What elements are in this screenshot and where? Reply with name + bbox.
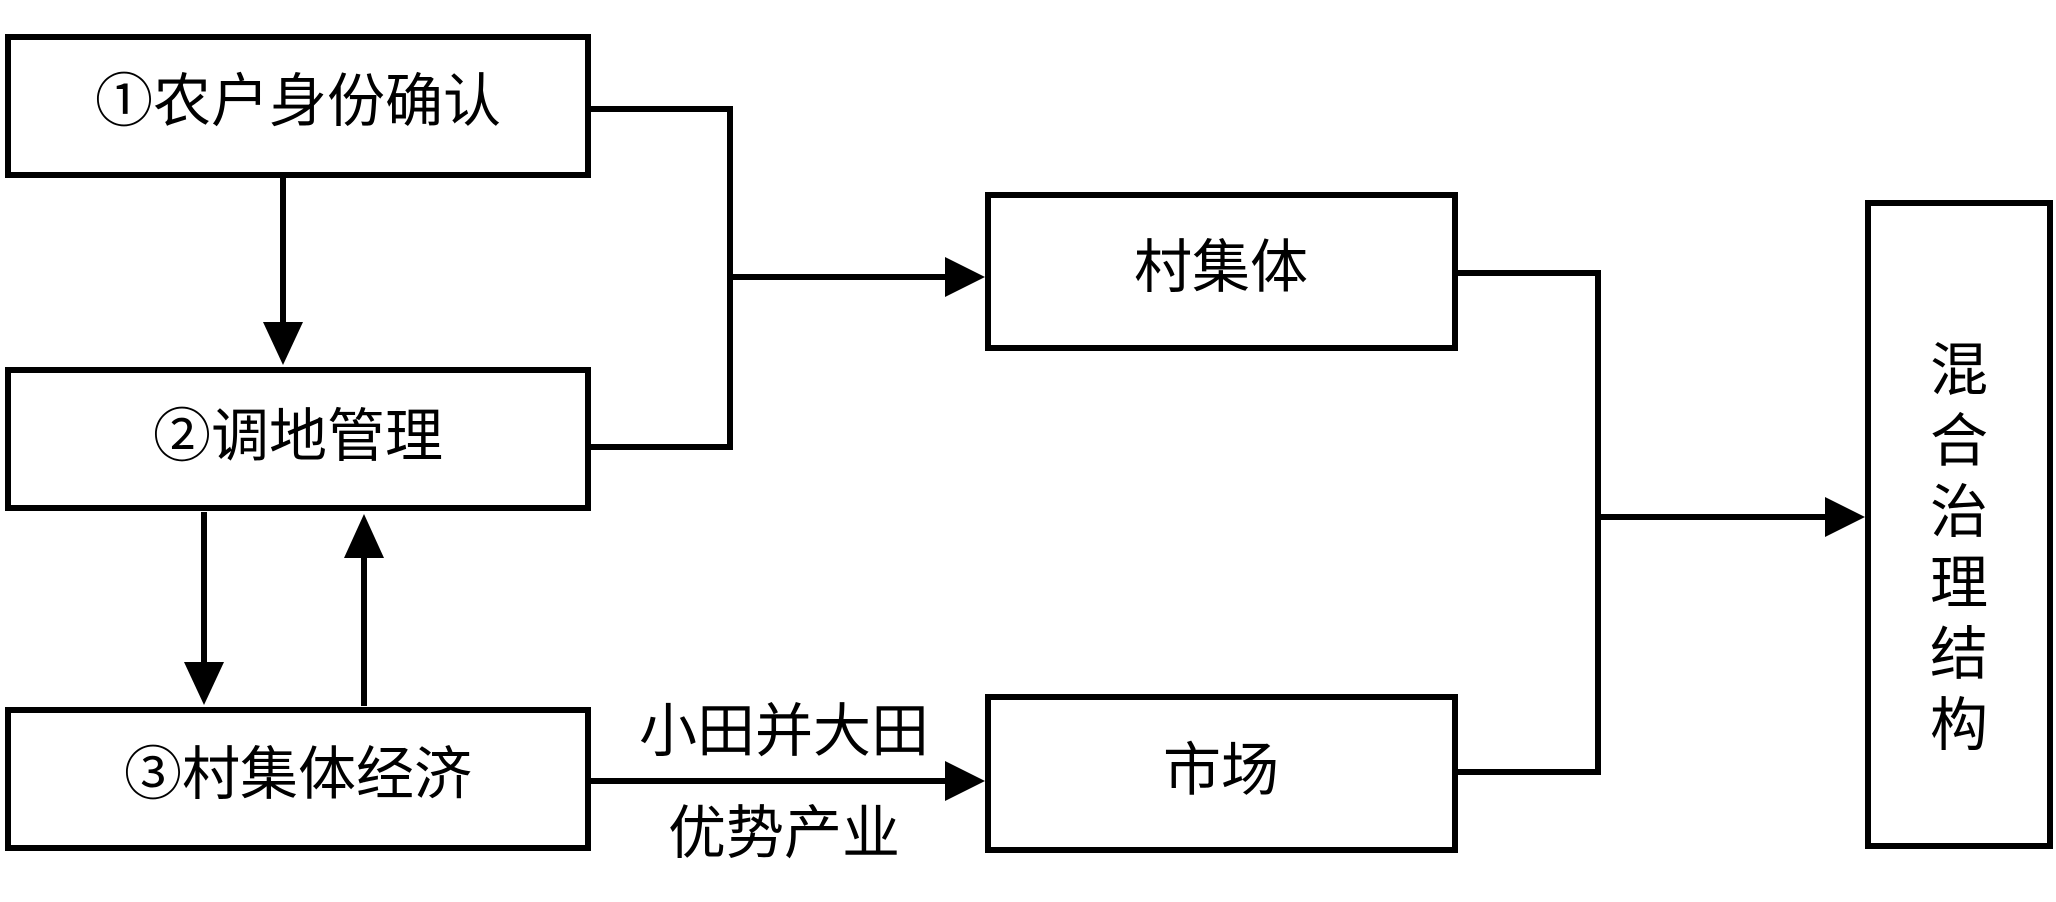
farmer-identity-label: ①农户身份确认 — [95, 67, 501, 135]
arrowhead-economy-to-land — [344, 514, 384, 558]
market-label: 市场 — [1163, 736, 1279, 804]
edge-label-advantage-industry: 优势产业 — [668, 799, 900, 867]
farmer-identity-node: ①农户身份确认 — [5, 34, 591, 178]
edge-label-consolidation: 小田并大田 — [639, 697, 929, 765]
connector-identity-bracket — [591, 106, 733, 450]
hybrid-governance-char-3: 治 — [1930, 478, 1988, 546]
hybrid-governance-char-2: 合 — [1930, 407, 1988, 475]
village-collective-label: 村集体 — [1134, 233, 1308, 301]
arrowhead-to-market — [945, 761, 985, 801]
village-collective-node: 村集体 — [985, 192, 1458, 351]
connector-right-bracket — [1458, 270, 1601, 775]
land-adjustment-label: ②调地管理 — [153, 402, 443, 470]
market-node: 市场 — [985, 694, 1458, 853]
arrowhead-to-collective — [945, 257, 985, 297]
village-economy-node: ③村集体经济 — [5, 707, 591, 851]
arrowhead-to-governance — [1825, 497, 1865, 537]
village-economy-label: ③村集体经济 — [124, 740, 472, 808]
hybrid-governance-node: 混 合 治 理 结 构 — [1865, 200, 2053, 849]
hybrid-governance-char-4: 理 — [1930, 549, 1988, 617]
hybrid-governance-char-5: 结 — [1930, 620, 1988, 688]
arrowhead-land-to-economy — [184, 662, 224, 705]
hybrid-governance-char-6: 构 — [1930, 691, 1988, 759]
hybrid-governance-char-1: 混 — [1930, 336, 1988, 404]
land-adjustment-node: ②调地管理 — [5, 367, 591, 511]
arrowhead-identity-to-land — [263, 322, 303, 365]
